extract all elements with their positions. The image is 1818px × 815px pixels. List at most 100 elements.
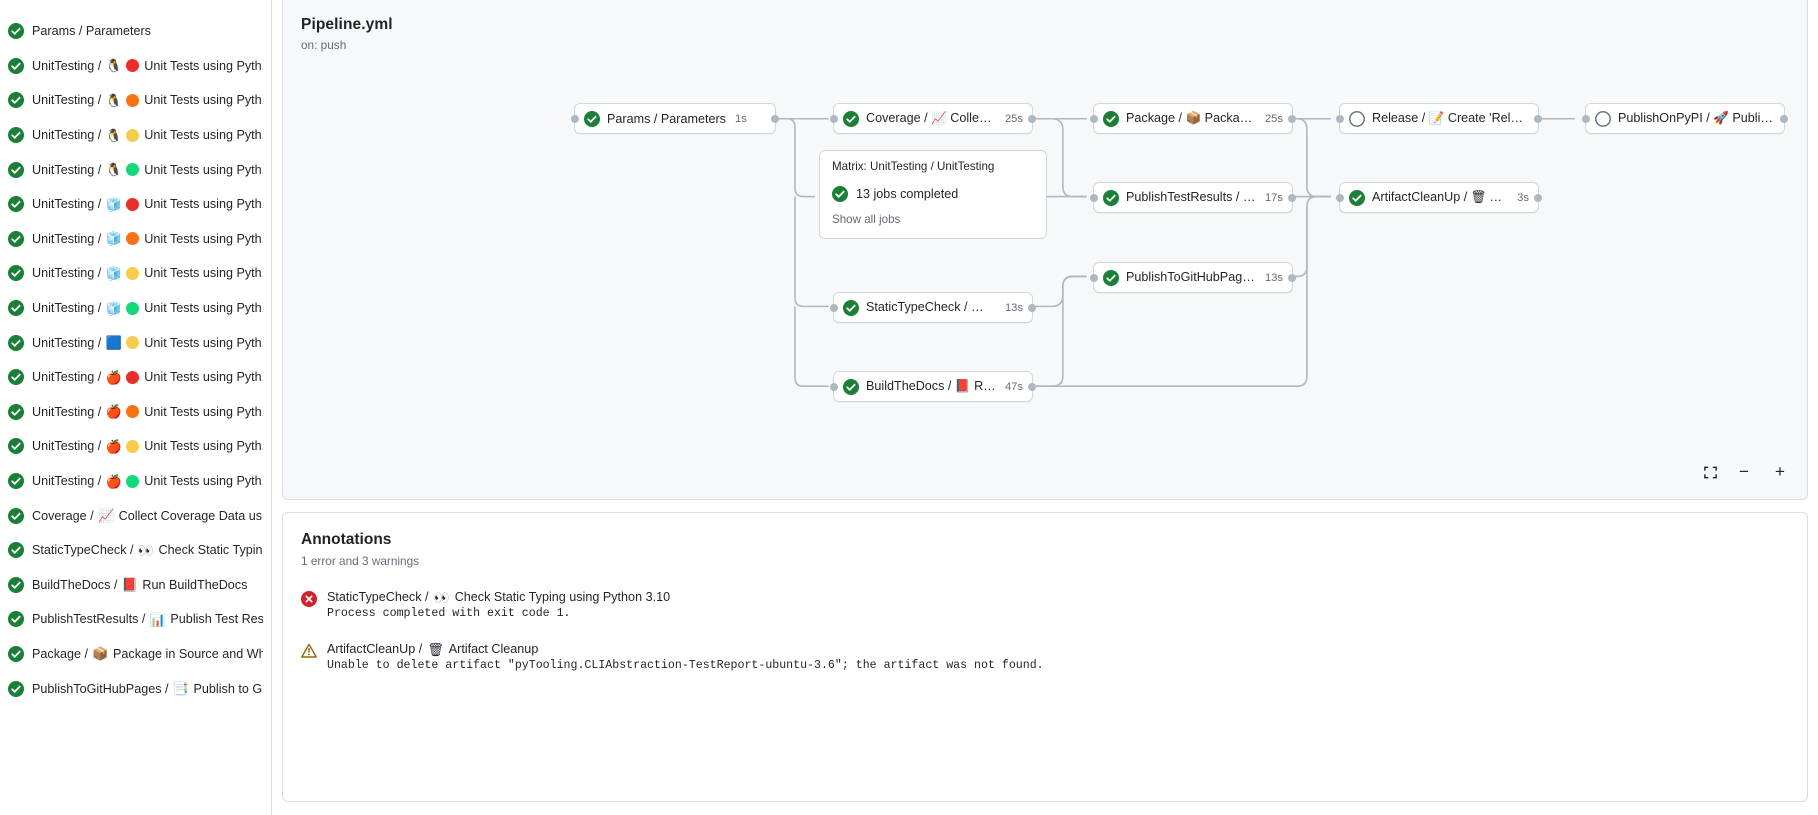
- pipeline-graph-card: Pipeline.yml on: push: [282, 0, 1808, 500]
- node-label: Release / 📝 Create 'Release P...: [1372, 111, 1529, 125]
- sidebar-job-label: UnitTesting /🐧Unit Tests using Pyth...: [32, 92, 263, 108]
- penguin-icon: 🐧: [105, 162, 122, 178]
- graph-node-builddocs[interactable]: BuildTheDocs / 📕 Run Buil...47s: [830, 371, 1036, 402]
- sidebar-job-item[interactable]: BuildTheDocs /📕Run BuildTheDocs: [0, 568, 271, 603]
- sidebar-job-item[interactable]: UnitTesting /🐧Unit Tests using Pyth...: [0, 83, 271, 118]
- warning-icon: [301, 643, 317, 659]
- sidebar-job-item[interactable]: UnitTesting /🧊Unit Tests using Pyth...: [0, 222, 271, 257]
- sidebar-job-prefix: UnitTesting /: [32, 266, 102, 281]
- graph-node-package[interactable]: Package / 📦 Package in So...25s: [1090, 103, 1296, 134]
- sidebar-job-item[interactable]: UnitTesting /🍎Unit Tests using Pyth...: [0, 429, 271, 464]
- zoom-in-button[interactable]: +: [1775, 462, 1785, 481]
- graph-node-coverage[interactable]: Coverage / 📈 Collect Cove...25s: [830, 103, 1036, 134]
- sidebar-job-step: Unit Tests using Pyth...: [144, 404, 263, 419]
- fullscreen-icon[interactable]: [1699, 461, 1721, 483]
- node-duration: 13s: [1004, 301, 1023, 314]
- sidebar-job-item[interactable]: UnitTesting /🍎Unit Tests using Pyth...: [0, 395, 271, 430]
- sidebar-job-item[interactable]: UnitTesting /🍎Unit Tests using Pyth...: [0, 464, 271, 499]
- success-icon: [8, 542, 24, 559]
- success-icon: [584, 110, 600, 127]
- cube-icon: 🧊: [105, 265, 122, 281]
- sidebar-job-label: Params / Parameters: [32, 23, 151, 39]
- sidebar-job-step: Unit Tests using Pyth...: [144, 301, 263, 316]
- sidebar-job-step: Unit Tests using Pyth...: [144, 197, 263, 212]
- matrix-group-unittesting[interactable]: Matrix: UnitTesting / UnitTesting 13 job…: [819, 150, 1047, 239]
- success-icon: [1103, 189, 1119, 206]
- success-icon: [8, 230, 24, 247]
- pending-icon: [1595, 110, 1611, 127]
- sidebar-job-item[interactable]: PublishToGitHubPages /📑Publish to G...: [0, 671, 271, 706]
- graph-edges: [772, 117, 1575, 388]
- zoom-out-button[interactable]: −: [1739, 462, 1749, 481]
- success-icon: [843, 110, 859, 127]
- matrix-jobs-row: 13 jobs completed: [832, 186, 1034, 202]
- graph-node-ghpages[interactable]: PublishToGitHubPages / 📑 ...13s: [1090, 262, 1296, 293]
- barchart-icon: 📊: [149, 611, 166, 627]
- sidebar-job-item[interactable]: Params / Parameters: [0, 14, 271, 49]
- success-icon: [8, 161, 24, 178]
- sidebar-job-item[interactable]: PublishTestResults /📊 Publish Test Resu..…: [0, 602, 271, 637]
- graph-node-pypi[interactable]: PublishOnPyPI / 🚀 Publish to ...: [1582, 103, 1788, 134]
- sidebar-job-item[interactable]: UnitTesting /🐧Unit Tests using Pyth...: [0, 49, 271, 84]
- apple-icon: 🍎: [105, 369, 122, 385]
- sidebar-job-item[interactable]: UnitTesting /🍎Unit Tests using Pyth...: [0, 360, 271, 395]
- sidebar-job-item[interactable]: UnitTesting /🐧Unit Tests using Pyth...: [0, 152, 271, 187]
- sidebar-job-step: Run BuildTheDocs: [142, 577, 248, 592]
- sidebar-job-item[interactable]: UnitTesting /🐧Unit Tests using Pyth...: [0, 118, 271, 153]
- sidebar-job-item[interactable]: UnitTesting /🧊Unit Tests using Pyth...: [0, 291, 271, 326]
- sidebar-job-prefix: PublishToGitHubPages /: [32, 681, 169, 696]
- node-port-left: [830, 382, 838, 391]
- sidebar-job-item[interactable]: UnitTesting /🧊Unit Tests using Pyth...: [0, 256, 271, 291]
- node-label: Coverage / 📈 Collect Cove...: [866, 111, 996, 125]
- matrix-color-dot: [126, 336, 140, 350]
- sidebar-job-label: StaticTypeCheck /👀Check Static Typing...: [32, 542, 263, 558]
- sidebar-job-label: UnitTesting /🐧Unit Tests using Pyth...: [32, 127, 263, 143]
- penguin-icon: 🐧: [105, 58, 122, 74]
- sidebar-job-label: Package /📦Package in Source and Wh...: [32, 646, 263, 662]
- sidebar-job-item[interactable]: Package /📦Package in Source and Wh...: [0, 637, 271, 672]
- apple-icon: 🍎: [105, 404, 122, 420]
- sidebar-job-label: Coverage /📈Collect Coverage Data usi...: [32, 508, 263, 524]
- node-port-right: [1780, 114, 1788, 123]
- sidebar-job-item[interactable]: UnitTesting /🧊Unit Tests using Pyth...: [0, 187, 271, 222]
- annotation-item[interactable]: StaticTypeCheck / 👀Check Static Typing u…: [283, 568, 1807, 620]
- sidebar-job-item[interactable]: UnitTesting /🟦Unit Tests using Pyth...: [0, 325, 271, 360]
- sidebar-job-step: Collect Coverage Data usi...: [118, 508, 263, 523]
- sidebar-job-label: UnitTesting /🐧Unit Tests using Pyth...: [32, 58, 263, 74]
- apple-icon: 🍎: [105, 438, 122, 454]
- node-port-left: [1090, 193, 1098, 202]
- graph-header: Pipeline.yml on: push: [283, 0, 1807, 52]
- success-icon: [8, 680, 24, 697]
- sidebar-job-prefix: Coverage /: [32, 508, 94, 523]
- sidebar-job-label: UnitTesting /🍎Unit Tests using Pyth...: [32, 369, 263, 385]
- graph-node-release[interactable]: Release / 📝 Create 'Release P...: [1336, 103, 1542, 134]
- show-all-jobs-link[interactable]: Show all jobs: [832, 213, 901, 226]
- matrix-color-dot: [126, 474, 140, 488]
- success-icon: [8, 23, 24, 40]
- sidebar-job-label: UnitTesting /🧊Unit Tests using Pyth...: [32, 300, 263, 316]
- workflow-trigger: on: push: [301, 38, 347, 52]
- sidebar-job-step: Check Static Typing...: [158, 543, 264, 558]
- graph-node-testresults[interactable]: PublishTestResults / 📊 Pu...17s: [1090, 182, 1296, 213]
- graph-node-cleanup[interactable]: ArtifactCleanUp / 🗑 Artifac...3s: [1336, 182, 1542, 213]
- success-icon: [8, 57, 24, 74]
- node-port-left: [830, 114, 838, 123]
- node-label: PublishOnPyPI / 🚀 Publish to ...: [1618, 111, 1775, 125]
- node-label: BuildTheDocs / 📕 Run Buil...: [866, 379, 996, 393]
- sidebar-job-step: Publish Test Resu...: [170, 612, 263, 627]
- annotation-message: Process completed with exit code 1.: [327, 607, 571, 620]
- annotation-message: Unable to delete artifact "pyTooling.CLI…: [327, 659, 1044, 672]
- matrix-color-dot: [126, 128, 140, 142]
- node-label: StaticTypeCheck / 👀 Chec...: [866, 300, 996, 314]
- sidebar-job-item[interactable]: Coverage /📈Collect Coverage Data usi...: [0, 498, 271, 533]
- sidebar-job-item[interactable]: StaticTypeCheck /👀Check Static Typing...: [0, 533, 271, 568]
- sidebar-job-label: UnitTesting /🟦Unit Tests using Pyth...: [32, 335, 263, 351]
- success-icon: [8, 438, 24, 455]
- graph-node-typecheck[interactable]: StaticTypeCheck / 👀 Chec... 13s: [830, 292, 1036, 323]
- sidebar-job-prefix: PublishTestResults /: [32, 612, 146, 627]
- node-duration: 13s: [1264, 271, 1283, 284]
